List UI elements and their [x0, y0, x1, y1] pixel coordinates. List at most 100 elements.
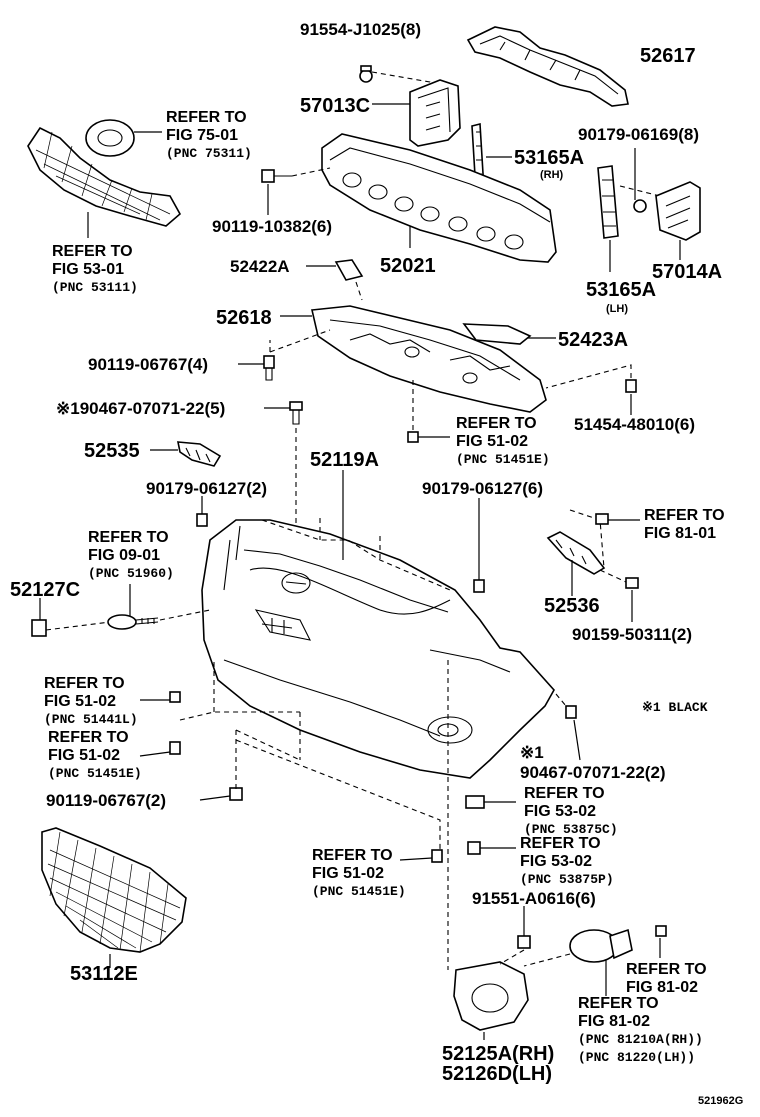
- bracket-52536: [546, 531, 606, 575]
- svg-text:(PNC 51451E): (PNC 51451E): [456, 452, 550, 467]
- label-52536: 52536: [544, 595, 600, 617]
- reinforcement-52021: [321, 133, 557, 263]
- label-90159: 90159-50311(2): [572, 625, 692, 644]
- label-51454: 51454-48010(6): [574, 415, 695, 434]
- note-black: ※1 BLACK: [642, 700, 708, 715]
- label-57013c: 57013C: [300, 95, 370, 117]
- label-52119a: 52119A: [310, 449, 379, 471]
- bracket-52423a: [462, 323, 532, 345]
- svg-text:REFER TO: REFER TO: [626, 961, 707, 978]
- svg-text:REFER TO: REFER TO: [644, 507, 725, 524]
- svg-text:(PNC 53875C): (PNC 53875C): [524, 822, 618, 837]
- screw-91554: [359, 65, 373, 83]
- svg-text:REFER TO: REFER TO: [52, 243, 133, 260]
- svg-text:(PNC 51441L): (PNC 51441L): [44, 712, 138, 727]
- label-90119-10382: 90119-10382(6): [212, 217, 332, 236]
- svg-text:FIG 51-02: FIG 51-02: [44, 693, 116, 710]
- retainer-52617: [466, 26, 629, 107]
- svg-text:FIG 53-02: FIG 53-02: [520, 853, 592, 870]
- label-90467-5: ※190467-07071-22(5): [56, 399, 225, 418]
- label-53165a-lh: 53165A: [586, 279, 656, 301]
- screw-ref-81-02: [655, 925, 667, 937]
- refer-fig-51-02-a[interactable]: REFER TO FIG 51-02 (PNC 51451E): [456, 415, 550, 467]
- label-53165a-rh-side: (RH): [540, 169, 564, 181]
- svg-text:(PNC 51451E): (PNC 51451E): [312, 884, 406, 899]
- upper-grille: [27, 126, 182, 227]
- screw-53875p: [467, 841, 481, 855]
- label-53112e: 53112E: [70, 963, 138, 985]
- refer-fig-51-02-b[interactable]: REFER TO FIG 51-02 (PNC 51441L): [44, 675, 138, 727]
- under-cover-52618: [311, 305, 547, 413]
- svg-text:FIG 51-02: FIG 51-02: [456, 433, 528, 450]
- label-52126d: 52126D(LH): [442, 1063, 552, 1085]
- label-53165a-rh: 53165A: [514, 147, 584, 169]
- svg-text:FIG 51-02: FIG 51-02: [312, 865, 384, 882]
- label-52125a: 52125A(RH): [442, 1043, 554, 1065]
- refer-fig-81-01[interactable]: REFER TO FIG 81-01: [644, 507, 725, 542]
- label-52618: 52618: [216, 307, 272, 329]
- fog-lamp: [569, 928, 633, 963]
- svg-text:REFER TO: REFER TO: [44, 675, 125, 692]
- label-90467-2: 90467-07071-22(2): [520, 763, 666, 782]
- clip-51454: [625, 379, 637, 393]
- svg-text:REFER TO: REFER TO: [524, 785, 605, 802]
- svg-text:(PNC 75311): (PNC 75311): [166, 146, 252, 161]
- svg-text:REFER TO: REFER TO: [48, 729, 129, 746]
- label-91554: 91554-J1025(8): [300, 20, 421, 39]
- emblem: [85, 119, 135, 157]
- nut-90179-06169: [633, 199, 647, 213]
- cap-52127c: [31, 619, 47, 637]
- svg-text:FIG 53-01: FIG 53-01: [52, 261, 124, 278]
- label-90179-06127-6: 90179-06127(6): [422, 479, 543, 498]
- label-52021: 52021: [380, 255, 436, 277]
- svg-text:(PNC 51451E): (PNC 51451E): [48, 766, 142, 781]
- bumper-cover-52119a: [201, 519, 555, 779]
- svg-text:REFER TO: REFER TO: [578, 995, 659, 1012]
- screw-51451e-left: [169, 741, 181, 755]
- diagram-id: 521962G: [698, 1095, 743, 1107]
- clip-51441l: [169, 691, 181, 703]
- clip-90467-5: [289, 401, 303, 425]
- bracket-57014a: [655, 181, 701, 241]
- bolt-90119-10382: [261, 169, 292, 183]
- bracket-57013c: [409, 79, 461, 147]
- label-90119-06767-4: 90119-06767(4): [88, 355, 208, 374]
- screw-90159: [625, 577, 639, 589]
- refer-fig-53-02-a[interactable]: REFER TO FIG 53-02 (PNC 53875C): [524, 785, 618, 837]
- svg-text:(PNC 81220(LH)): (PNC 81220(LH)): [578, 1050, 695, 1065]
- label-53165a-lh-side: (LH): [606, 303, 628, 315]
- label-90467-2-mark: ※1: [520, 743, 544, 762]
- svg-text:REFER TO: REFER TO: [166, 109, 247, 126]
- svg-text:(PNC 53111): (PNC 53111): [52, 280, 138, 295]
- clip-53875c: [465, 795, 485, 809]
- refer-fig-81-02-b[interactable]: REFER TO FIG 81-02 (PNC 81210A(RH)) (PNC…: [578, 995, 703, 1065]
- refer-fig-09-01[interactable]: REFER TO FIG 09-01 (PNC 51960): [88, 529, 174, 581]
- refer-fig-51-02-c[interactable]: REFER TO FIG 51-02 (PNC 51451E): [48, 729, 142, 781]
- label-90119-06767-2: 90119-06767(2): [46, 791, 166, 810]
- refer-fig-53-02-b[interactable]: REFER TO FIG 53-02 (PNC 53875P): [520, 835, 614, 887]
- svg-text:REFER TO: REFER TO: [88, 529, 169, 546]
- screw-51451e-center: [431, 849, 443, 863]
- bracket-53165a-lh: [597, 165, 619, 239]
- svg-text:FIG 75-01: FIG 75-01: [166, 127, 238, 144]
- label-52423a: 52423A: [558, 329, 628, 351]
- svg-text:FIG 81-02: FIG 81-02: [578, 1013, 650, 1030]
- tow-hook: [107, 614, 159, 630]
- nut-90179-06127-6: [473, 579, 485, 593]
- clip-90467-2: [565, 705, 577, 719]
- bolt-ref-81-01: [595, 513, 609, 525]
- svg-text:FIG 53-02: FIG 53-02: [524, 803, 596, 820]
- svg-text:FIG 81-01: FIG 81-01: [644, 525, 716, 542]
- screw-91551: [517, 935, 531, 949]
- svg-text:FIG 09-01: FIG 09-01: [88, 547, 160, 564]
- screw-under-cover: [407, 431, 419, 443]
- nut-90179-06127-2: [196, 513, 208, 527]
- refer-fig-51-02-d[interactable]: REFER TO FIG 51-02 (PNC 51451E): [312, 847, 406, 899]
- refer-fig-81-02-a[interactable]: REFER TO FIG 81-02: [626, 961, 707, 996]
- svg-text:(PNC 81210A(RH)): (PNC 81210A(RH)): [578, 1032, 703, 1047]
- refer-fig-53-01[interactable]: REFER TO FIG 53-01 (PNC 53111): [52, 243, 138, 295]
- refer-fig-75-01[interactable]: REFER TO FIG 75-01 (PNC 75311): [166, 109, 252, 161]
- label-91551: 91551-A0616(6): [472, 889, 596, 908]
